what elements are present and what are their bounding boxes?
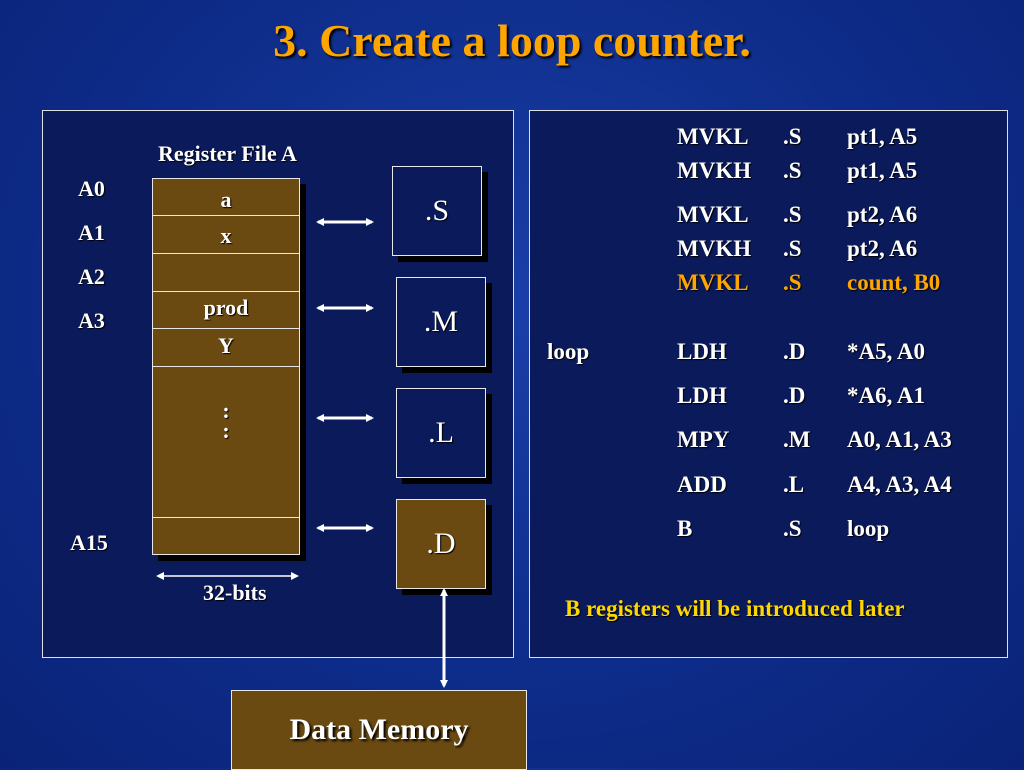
- code-args: loop: [847, 516, 890, 541]
- unit-d: .D: [396, 499, 486, 589]
- register-label-a15: A15: [70, 530, 108, 555]
- register-cell-x: x: [220, 223, 232, 248]
- code-op: ADD: [677, 472, 727, 497]
- code-args: pt1, A5: [847, 158, 918, 183]
- code-unit: .D: [783, 339, 806, 364]
- register-file: a x prod Y : :: [152, 178, 300, 555]
- code-op: MVKH: [677, 158, 752, 183]
- code-unit: .S: [783, 124, 802, 149]
- code-label-loop: loop: [547, 339, 590, 364]
- register-divider: [153, 366, 299, 367]
- code-args-highlight: count, B0: [847, 270, 941, 295]
- register-divider: [153, 291, 299, 292]
- code-unit: .S: [783, 202, 802, 227]
- register-label-a0: A0: [78, 176, 105, 201]
- register-divider: [153, 215, 299, 216]
- register-label-a1: A1: [78, 220, 105, 245]
- code-unit: .L: [783, 472, 805, 497]
- code-op: MVKL: [677, 202, 749, 227]
- register-divider: [153, 253, 299, 254]
- code-unit: .S: [783, 516, 802, 541]
- note-text: B registers will be introduced later: [565, 596, 905, 621]
- code-op: MPY: [677, 427, 730, 452]
- code-panel: [529, 110, 1008, 658]
- code-op: MVKL: [677, 124, 749, 149]
- code-op: LDH: [677, 383, 727, 408]
- code-args: pt2, A6: [847, 202, 918, 227]
- code-args: *A6, A1: [847, 383, 925, 408]
- code-unit: .M: [783, 427, 811, 452]
- register-ellipsis: : :: [222, 398, 230, 443]
- code-op: LDH: [677, 339, 727, 364]
- width-label: 32-bits: [203, 580, 267, 605]
- register-cell-y: Y: [218, 333, 234, 358]
- code-args: pt2, A6: [847, 236, 918, 261]
- unit-s: .S: [392, 166, 482, 256]
- code-op: MVKH: [677, 236, 752, 261]
- register-label-a2: A2: [78, 264, 105, 289]
- register-label-a3: A3: [78, 308, 105, 333]
- code-unit-highlight: .S: [783, 270, 802, 295]
- register-file-label: Register File A: [158, 141, 297, 166]
- register-cell-a: a: [220, 187, 232, 212]
- unit-l: .L: [396, 388, 486, 478]
- code-unit: .S: [783, 236, 802, 261]
- data-memory-box: Data Memory: [231, 690, 527, 770]
- code-op-highlight: MVKL: [677, 270, 749, 295]
- register-divider: [153, 328, 299, 329]
- code-args: A4, A3, A4: [847, 472, 952, 497]
- code-args: pt1, A5: [847, 124, 918, 149]
- code-args: A0, A1, A3: [847, 427, 952, 452]
- register-divider: [153, 517, 299, 518]
- code-unit: .S: [783, 158, 802, 183]
- slide-title: 3. Create a loop counter.: [273, 15, 751, 66]
- code-args: *A5, A0: [847, 339, 925, 364]
- unit-m: .M: [396, 277, 486, 367]
- register-cell-prod: prod: [203, 295, 249, 320]
- code-unit: .D: [783, 383, 806, 408]
- code-op: B: [677, 516, 693, 541]
